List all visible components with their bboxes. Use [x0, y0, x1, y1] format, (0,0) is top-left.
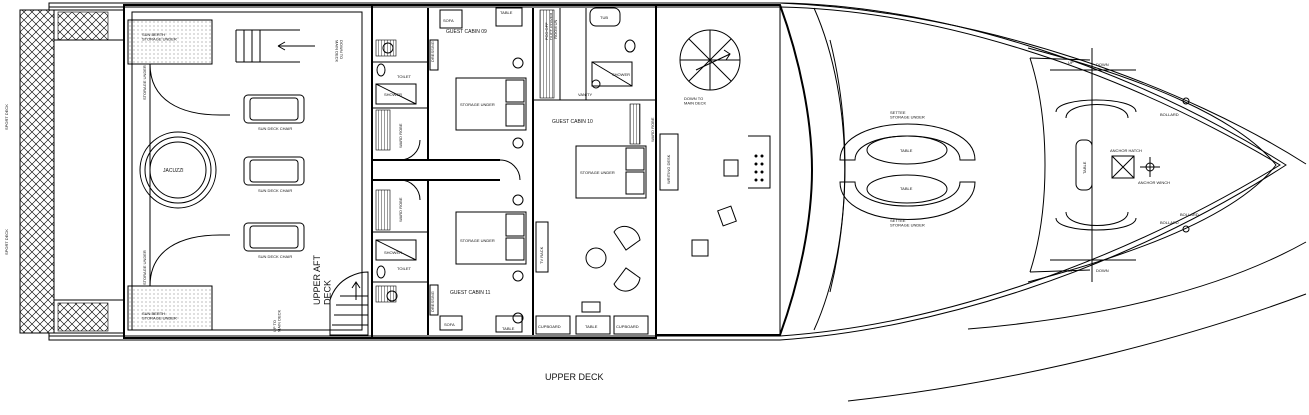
down-top-label: DOWN [1096, 62, 1109, 67]
sport-deck-label-bottom: SPORT DECK [4, 229, 9, 255]
jacuzzi-label: JACUZZI [163, 168, 184, 174]
table-settee-bottom-label: TABLE [900, 186, 913, 191]
up-bottom-label: UP [1068, 268, 1074, 273]
sport-deck: SPORT DECK SPORT DECK [4, 9, 125, 334]
shower-10-label: SHOWER [612, 72, 630, 77]
wardrobe-bottom-label: WARD ROBE [398, 197, 403, 222]
guest-cabin-11: STORAGE UNDER GUEST CABIN 11 DRESSING SO… [429, 211, 527, 333]
bollard-bottom-label: BOLLARD [1160, 220, 1179, 225]
storage-under-top-label: STORAGE UNDER [142, 65, 147, 100]
sun-deck-chair-3: SUN DECK CHAIR [243, 222, 305, 259]
shower-top-label: SHOWER [384, 92, 402, 97]
wardrobe-10-label: WARD ROBE [650, 117, 655, 142]
up-top-label: UP [1068, 60, 1074, 65]
anchor-hatch-label: ANCHOR HATCH [1110, 148, 1142, 153]
table-bow-label: TABLE [1082, 161, 1087, 174]
svg-text:SUN DECK CHAIR: SUN DECK CHAIR [258, 126, 292, 131]
upper-aft-deck-label: UPPER AFTDECK [312, 254, 332, 305]
anchor-winch-label: ANCHOR WINCH [1138, 180, 1170, 185]
wardrobe-top-label: WARD ROBE [398, 123, 403, 148]
bathroom-bottom: WARD ROBE SHOWER TOILET [375, 189, 417, 303]
sport-deck-label-top: SPORT DECK [4, 104, 9, 130]
svg-text:SUN DECK CHAIR: SUN DECK CHAIR [258, 188, 292, 193]
bollard-small-label: BOLLARD [1180, 212, 1199, 217]
storage-under-bed-10: STORAGE UNDER [580, 170, 615, 175]
storage-under-bed-09: STORAGE UNDER [460, 102, 495, 107]
cupboard-right-label: CUPBOARD [616, 324, 639, 329]
guest-cabin-10-label: GUEST CABIN 10 [552, 119, 593, 125]
storage-under-bed-11: STORAGE UNDER [460, 238, 495, 243]
dressing-top-label: DRESSING [430, 41, 435, 62]
sun-deck-chair-2: SUN DECK CHAIR [243, 156, 305, 193]
table-settee-top-label: TABLE [900, 148, 913, 153]
toilet-bottom-label: TOILET [397, 266, 411, 271]
sofa-bottom-label: SOFA [444, 322, 455, 327]
stairs-aft-top: DOWN TOMAIN DECK [235, 29, 344, 63]
down-bottom-label: DOWN [1096, 268, 1109, 273]
sofa-top-label: SOFA [443, 18, 454, 23]
table-saloon-label: TABLE [585, 324, 598, 329]
table-top-label: TABLE [500, 10, 513, 15]
guest-cabin-11-label: GUEST CABIN 11 [450, 290, 491, 296]
guest-cabin-10: GUEST CABIN 10 TUB SHOWER VANITY WARD RO… [535, 7, 655, 335]
table-bottom-label: TABLE [502, 326, 515, 331]
hull-outline [48, 2, 1307, 402]
helm-panel [754, 154, 764, 182]
stairs-aft-bottom: UP TOMAIN DECK [272, 271, 369, 336]
guest-cabin-09-label: GUEST CABIN 09 [446, 29, 487, 35]
bow-area: UP DOWN UP DOWN TABLE ANCHOR HATCH ANCHO… [1050, 60, 1199, 273]
duct-text: FCO OFFDUCT POWER ROOM UN [544, 13, 558, 40]
svg-text:SUN DECK CHAIR: SUN DECK CHAIR [258, 254, 292, 259]
up-to-main-deck-label: UP TOMAIN DECK [272, 309, 282, 332]
tv-rack-label: TV RACK [539, 246, 544, 264]
vanity-label: VANITY [578, 92, 592, 97]
writing-desk-label: WRITING DESK [666, 154, 671, 184]
deck-title: UPPER DECK [545, 372, 604, 382]
cupboard-left-label: CUPBOARD [538, 324, 561, 329]
sun-deck-chair-1: SUN DECK CHAIR [243, 94, 305, 131]
shower-bottom-label: SHOWER [384, 250, 402, 255]
storage-under-bottom-label: STORAGE UNDER [142, 250, 147, 285]
toilet-top-label: TOILET [397, 74, 411, 79]
tub-label: TUB [600, 15, 608, 20]
bathroom-top: TOILET SHOWER WARD ROBE [375, 39, 417, 151]
dressing-bottom-label: DRESSING [430, 291, 435, 312]
bollard-top-label: BOLLARD [1160, 112, 1179, 117]
guest-cabin-09: GUEST CABIN 09 STORAGE UNDER DRESSING SO… [429, 7, 527, 206]
duct-utility: FCO OFFDUCT POWER ROOM UN [539, 9, 558, 99]
down-to-main-deck-aft-label: DOWN TOMAIN DECK [334, 40, 344, 63]
